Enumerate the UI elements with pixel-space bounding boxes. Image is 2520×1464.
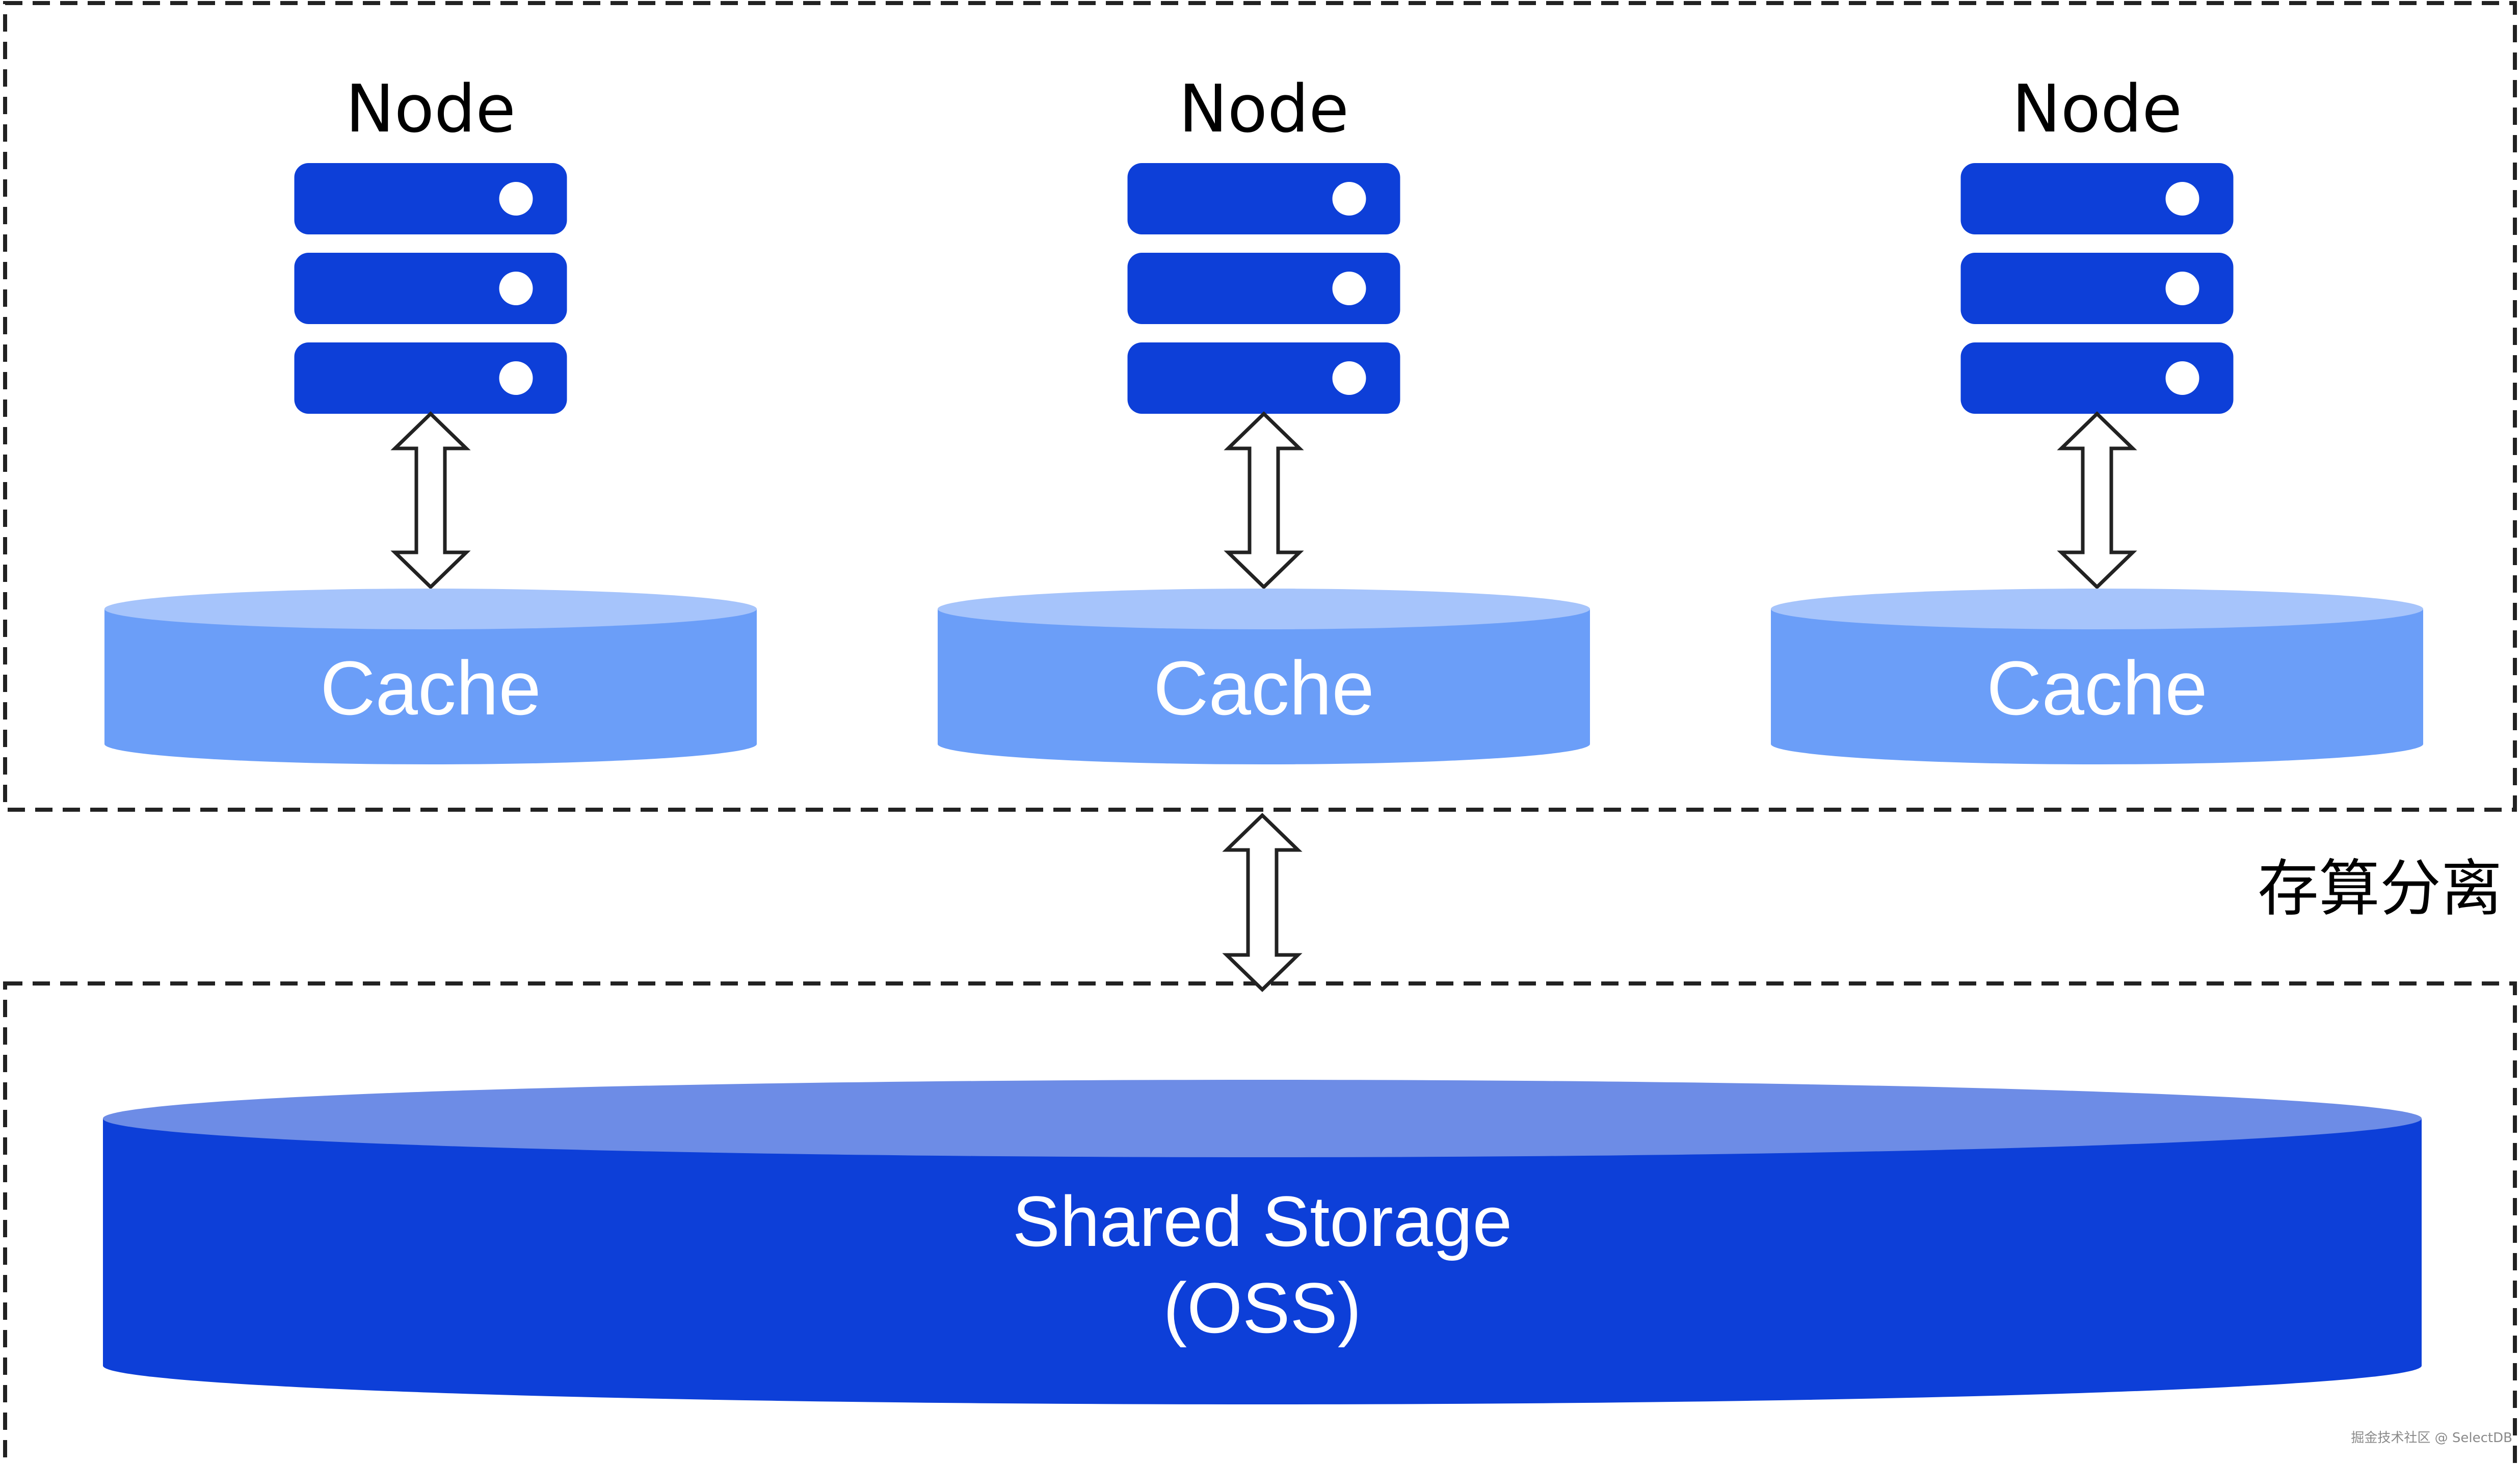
server-status-light — [499, 182, 533, 216]
shared-storage-cylinder — [103, 1080, 2422, 1404]
cache-cylinder-body — [104, 609, 757, 764]
watermark-text: 掘金技术社区 @ SelectDB — [2351, 1430, 2512, 1446]
server-rack-icon — [1960, 163, 2234, 414]
server-unit — [294, 163, 567, 234]
server-unit — [294, 342, 567, 414]
cache-cylinder-body — [938, 609, 1590, 764]
node-label: Node — [2012, 71, 2182, 147]
node-cache-arrow — [390, 411, 471, 590]
server-unit — [294, 253, 567, 324]
server-status-light — [2165, 361, 2199, 395]
storage-cylinder-body — [103, 1119, 2422, 1404]
server-rack-icon — [294, 163, 567, 414]
server-unit — [1960, 342, 2234, 414]
cache-label: Cache — [1986, 645, 2208, 731]
server-unit — [1127, 253, 1400, 324]
server-status-light — [1332, 361, 1366, 395]
storage-label-line1: Shared Storage — [1013, 1181, 1513, 1261]
server-status-light — [1332, 182, 1366, 216]
cache-cylinder-body — [1771, 609, 2423, 764]
cache-cylinder — [938, 589, 1590, 764]
storage-cylinder-top — [103, 1080, 2422, 1157]
server-status-light — [499, 361, 533, 395]
server-unit — [1960, 253, 2234, 324]
compute-layer-boundary — [3, 1, 2517, 812]
server-rack-icon — [1127, 163, 1400, 414]
node-cache-arrow — [2057, 411, 2137, 590]
server-status-light — [2165, 182, 2199, 216]
server-status-light — [2165, 272, 2199, 305]
server-unit — [1127, 342, 1400, 414]
server-status-light — [499, 272, 533, 305]
compute-storage-arrow — [1222, 813, 1303, 992]
node-label: Node — [1179, 71, 1349, 147]
cache-cylinder-top — [938, 589, 1590, 629]
cache-cylinder — [1771, 589, 2423, 764]
server-unit — [1127, 163, 1400, 234]
cache-cylinder-top — [1771, 589, 2423, 629]
cache-cylinder-top — [104, 589, 757, 629]
server-unit — [1960, 163, 2234, 234]
cache-label: Cache — [320, 645, 541, 731]
node-cache-arrow — [1224, 411, 1304, 590]
cache-label: Cache — [1153, 645, 1374, 731]
storage-label-line2: (OSS) — [1163, 1268, 1362, 1348]
server-status-light — [1332, 272, 1366, 305]
node-label: Node — [346, 71, 516, 147]
cache-cylinder — [104, 589, 757, 764]
separation-label: 存算分离 — [2258, 854, 2502, 924]
